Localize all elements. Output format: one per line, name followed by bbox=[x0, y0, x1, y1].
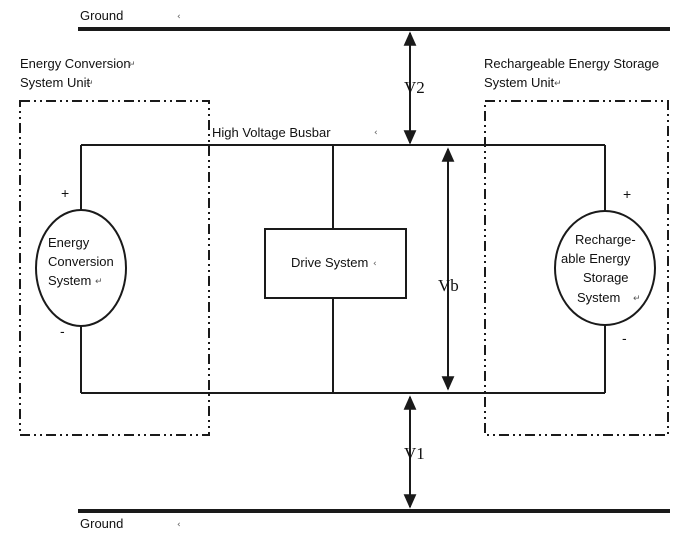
energy-storage-unit-box bbox=[484, 100, 669, 436]
energy-storage-unit-label-line2: System Unit bbox=[484, 75, 554, 90]
ground-bottom-mark: ‹ bbox=[177, 520, 181, 530]
return-mark-esu2: ↵ bbox=[554, 79, 562, 89]
energy-conversion-unit-label-line2: System Unit bbox=[20, 75, 90, 90]
energy-conversion-minus: - bbox=[60, 323, 65, 339]
return-mark-ecu2: ↵ bbox=[86, 79, 94, 89]
return-mark-ecs: ↵ bbox=[95, 277, 103, 287]
energy-conversion-source bbox=[35, 209, 127, 327]
busbar-label: High Voltage Busbar bbox=[212, 125, 331, 140]
v1-label: V1 bbox=[404, 444, 425, 463]
energy-storage-unit-label-line1: Rechargeable Energy Storage bbox=[484, 56, 659, 71]
energy-conversion-unit-label-line1: Energy Conversion bbox=[20, 56, 131, 71]
energy-storage-source bbox=[554, 210, 656, 326]
return-mark-ecu1: ↵ bbox=[128, 60, 136, 70]
energy-conversion-unit-box bbox=[19, 100, 210, 436]
vb-label: Vb bbox=[438, 276, 459, 295]
drive-system-mark: ‹ bbox=[373, 259, 377, 269]
return-mark-ess: ↵ bbox=[633, 294, 641, 304]
energy-storage-plus: + bbox=[623, 186, 631, 202]
ground-top-mark: ‹ bbox=[177, 12, 181, 22]
energy-conversion-text-line2: Conversion bbox=[48, 254, 114, 269]
ground-label-bottom: Ground bbox=[80, 516, 123, 531]
v2-label: V2 bbox=[404, 78, 425, 97]
drive-system-box bbox=[264, 228, 407, 299]
energy-conversion-text-line1: Energy bbox=[48, 235, 90, 250]
energy-storage-minus: - bbox=[622, 330, 627, 346]
energy-conversion-text-line3: System bbox=[48, 273, 91, 288]
energy-storage-text-line1: Recharge- bbox=[575, 232, 636, 247]
busbar-mark: ‹ bbox=[374, 128, 378, 138]
return-mark-esu1: ‹ bbox=[656, 60, 660, 70]
energy-storage-text-line2: able Energy bbox=[561, 251, 631, 266]
energy-storage-text-line4: System bbox=[577, 290, 620, 305]
ground-label-top: Ground bbox=[80, 8, 123, 23]
drive-system-label: Drive System bbox=[291, 255, 368, 270]
energy-storage-text-line3: Storage bbox=[583, 270, 629, 285]
energy-conversion-plus: + bbox=[61, 185, 69, 201]
